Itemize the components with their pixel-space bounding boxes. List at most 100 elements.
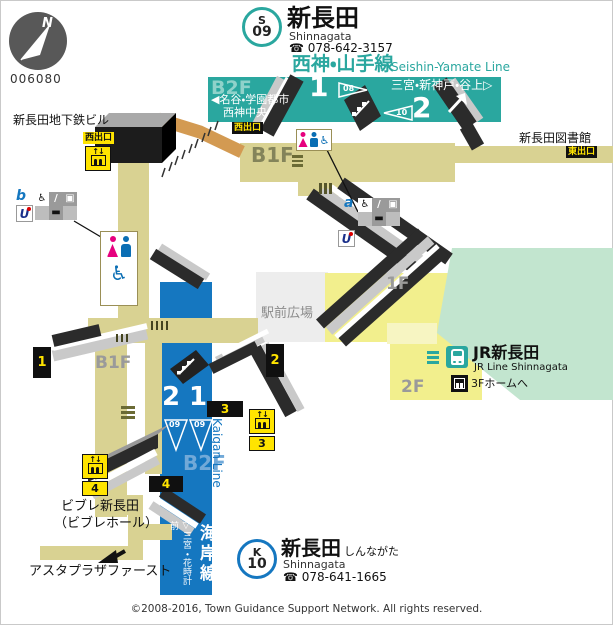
facility-cell-blank	[358, 212, 372, 226]
facility-grid-b: ♿ / ▣ ▬	[35, 192, 77, 220]
ticket-gate-icon-b1f	[292, 155, 303, 169]
man-icon	[121, 236, 131, 258]
kaigan-floor-label: B2F	[183, 451, 226, 475]
kaigan-direction-label: ▽三宮・花時計前	[168, 521, 191, 585]
jr-train-icon	[446, 346, 468, 368]
badge-number: 09	[252, 23, 272, 40]
seishin-platform-1: 1	[309, 70, 329, 103]
direction-myodani-1: ◀名谷・学園都市	[211, 93, 290, 106]
floor-b1f-left-label: B1F	[95, 353, 132, 373]
stairs-up-arrow-icon	[447, 93, 467, 114]
kaigan-line-name-en: Kaigan Line	[210, 418, 224, 488]
exit-2-marker: 2	[266, 344, 284, 377]
badge-line-letter: S	[258, 13, 266, 27]
elevator-cab-icon	[254, 418, 270, 429]
man-icon	[310, 132, 318, 148]
direction-sannomiya: 三宮・新神戸・谷上▷	[391, 78, 493, 92]
elevator-cab-icon	[90, 155, 106, 166]
elevator-exit3-tag: 3	[249, 436, 275, 451]
plaza-area	[256, 272, 328, 342]
pennant-08	[338, 82, 368, 98]
jr-elevator-icon	[451, 375, 468, 392]
car-marker-10: 10	[396, 108, 408, 117]
seishin-line-name-en: Seishin-Yamate Line	[391, 60, 511, 74]
corridor-south-vertical	[128, 495, 143, 558]
elevator-exit4-tag: 4	[82, 481, 108, 496]
plaza-label: 駅前広場	[261, 306, 314, 321]
building-top	[95, 113, 176, 127]
stair-hatch-ticks	[161, 120, 219, 178]
asta-arrow-icon	[98, 549, 126, 563]
facility-point-a-label: a	[344, 195, 354, 211]
elevator-arrows: ↑↓	[256, 410, 268, 419]
jr-line-name-en: JR Line Shinnagata	[474, 362, 568, 373]
floor-1f-light-strip	[387, 323, 437, 344]
library-label: 新長田図書館	[519, 131, 592, 145]
floor-2f-label: 2F	[401, 377, 425, 397]
elevator-icon: ▣	[63, 192, 77, 206]
restroom-sign-concourse: ♿	[296, 129, 332, 151]
facility-cell-blank	[63, 206, 77, 220]
elevator-exit3: ↑↓	[249, 409, 275, 434]
facility-u-icon-a: U	[338, 230, 355, 247]
seishin-line-name: 西神・山手線	[292, 53, 394, 75]
vivre-label-1: ビブレ新長田	[61, 499, 140, 514]
seishin-floor-label: B2F	[211, 77, 252, 99]
restroom-sign-west: ♿	[100, 231, 138, 306]
facility-grid-a: ♿ / ▣ ▬	[358, 198, 400, 226]
car-marker-09-left: 09	[169, 420, 181, 429]
elevator-arrows: ↑↓	[92, 147, 104, 156]
kaigan-phone: ☎ 078-641-1665	[283, 570, 387, 584]
elevator-icon: ▣	[386, 198, 400, 212]
facility-point-b-label: b	[16, 188, 27, 204]
u-mark: U	[19, 206, 30, 221]
facility-b-pointer-line	[73, 220, 102, 238]
restroom-pointer-line	[326, 149, 359, 213]
restroom-figures	[107, 236, 131, 258]
compass-north-label: N	[42, 16, 53, 31]
exit-1-marker: 1	[33, 347, 51, 378]
kaigan-station-name: 新長田	[281, 536, 341, 560]
jr-ticket-gate-icon	[427, 351, 439, 366]
escalator-icon: /	[49, 192, 63, 206]
kaigan-line-name: 海岸線	[196, 524, 216, 584]
pennant-10	[383, 105, 413, 121]
woman-icon	[107, 236, 118, 258]
wheelchair-icon: ♿	[319, 133, 330, 147]
facility-cell-blank	[35, 206, 49, 220]
exit-3-marker: 3	[207, 401, 243, 417]
elevator-cab-icon	[87, 463, 103, 474]
escalator-icon: /	[372, 198, 386, 212]
car-position-pennants	[163, 82, 413, 453]
gate-ticks	[116, 321, 168, 342]
kaigan-station-badge: K 10	[237, 539, 277, 579]
b1f-concourse	[240, 143, 455, 182]
floor-1f-label: 1F	[386, 274, 410, 294]
ticket-gate-icon-concourse	[319, 183, 332, 194]
u-mark-dot	[349, 232, 353, 236]
exit-4-marker: 4	[149, 476, 183, 492]
jr-station-name: JR新長田	[473, 343, 540, 362]
asta-plaza-label: アスタプラザファースト	[29, 564, 172, 579]
west-exit-label-black: 西出口	[232, 122, 264, 134]
badge-number: 10	[247, 555, 267, 572]
car-marker-08: 08	[343, 84, 355, 93]
seishin-phone: ☎ 078-642-3157	[289, 41, 393, 55]
elevator-arrows: ↑↓	[89, 455, 101, 464]
subway-building-label: 新長田地下鉄ビル	[13, 113, 110, 127]
seishin-station-romaji: Shinnagata	[289, 30, 352, 43]
compass-icon	[9, 12, 67, 70]
copyright-footer: ©2008-2016, Town Guidance Support Networ…	[130, 603, 483, 615]
wheelchair-icon: ♿	[110, 261, 128, 285]
east-exit-label: 東出口	[566, 146, 598, 158]
wheelchair-icon: ♿	[358, 198, 372, 212]
facility-cell-blank	[386, 212, 400, 226]
building-side	[162, 113, 176, 163]
west-exit-label-yellow: 西出口	[83, 132, 115, 144]
seishin-station-badge: S 09	[242, 7, 282, 47]
corridor-platform-nub	[143, 524, 172, 540]
seishin-station-name: 新長田	[287, 4, 359, 32]
woman-icon	[299, 132, 308, 148]
u-mark: U	[341, 231, 352, 246]
